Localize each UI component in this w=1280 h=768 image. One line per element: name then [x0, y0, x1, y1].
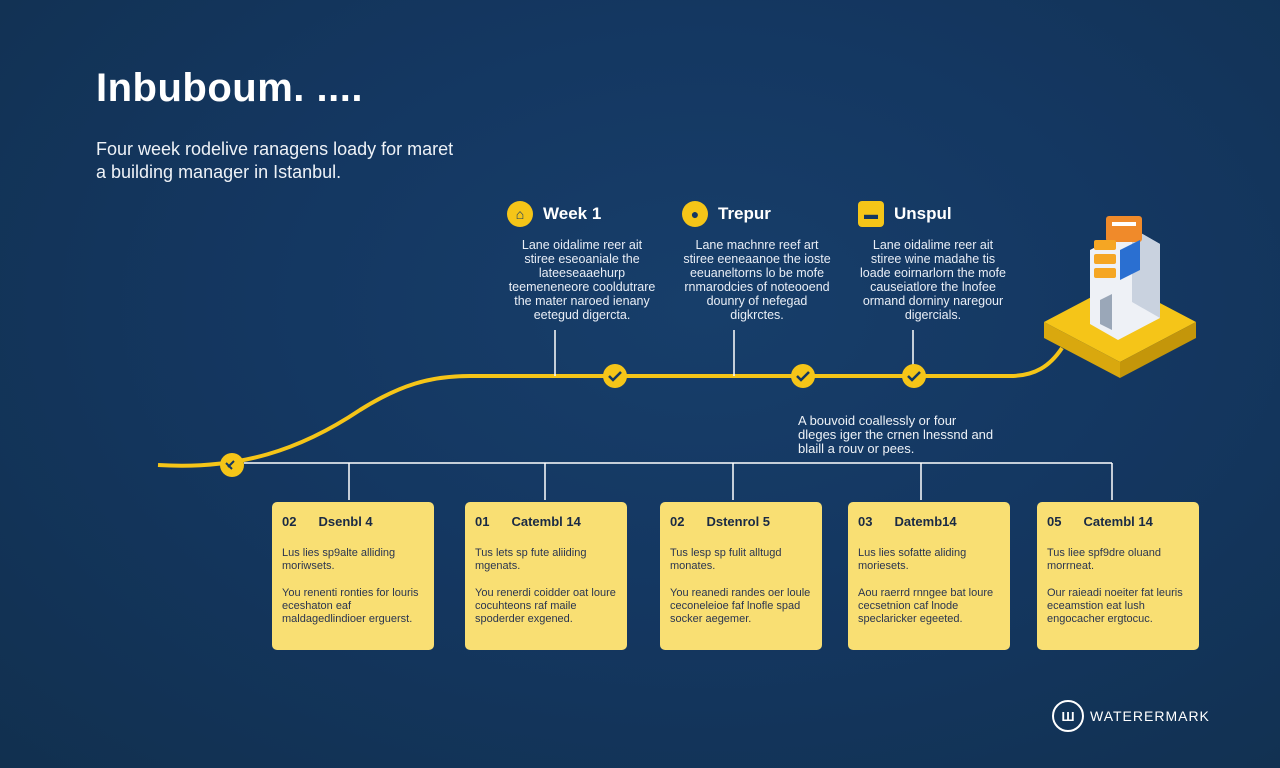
- phase-trepur: ● Trepur Lane machnre reef art stiree ee…: [682, 200, 872, 322]
- phase-description: Lane machnre reef art stiree eeneaanoe t…: [683, 238, 831, 322]
- phase-title: Week 1: [543, 204, 602, 223]
- card-number: 05: [1047, 514, 1062, 529]
- card-summary: Lus lies sp9alte alliding moriwsets.: [282, 547, 396, 572]
- card-title: Dstenrol 5: [706, 514, 771, 529]
- checkpoint-icon: [902, 364, 926, 388]
- timeline-note: A bouvoid coallessly or four dleges iger…: [798, 413, 994, 456]
- phase-title: Trepur: [718, 204, 771, 223]
- card-number: 01: [475, 514, 490, 529]
- card-detail: Aou raerrd rnngee bat loure cecsetnion c…: [858, 587, 994, 625]
- step-card: 02 Dsenbl 4 Lus lies sp9alte alliding mo…: [272, 502, 434, 650]
- card-title: Dsenbl 4: [318, 514, 373, 529]
- watermark-text: WATERERMARK: [1090, 708, 1210, 724]
- card-detail: You renenti ronties for louris eceshaton…: [282, 587, 419, 625]
- checkpoint-icon: [791, 364, 815, 388]
- card-summary: Lus lies sofatte aliding moriesets.: [858, 547, 967, 572]
- step-card: 03 Datemb14 Lus lies sofatte aliding mor…: [848, 502, 1010, 650]
- card-detail: You reanedi randes oer loule ceconeleioe…: [670, 587, 811, 625]
- card-summary: Tus lets sp fute aliiding mgenats.: [475, 547, 587, 572]
- timeline-path: [157, 346, 1064, 468]
- step-card: 01 Catembl 14 Tus lets sp fute aliiding …: [465, 502, 627, 650]
- checkpoint-icon: [603, 364, 627, 388]
- card-title: Datemb14: [894, 514, 957, 529]
- page-subtitle: Four week rodelive ranagens loady for ma…: [96, 139, 454, 182]
- building-illustration: [1044, 216, 1196, 378]
- phase-unspul: ▬ Unspul Lane oidalime reer ait stiree w…: [858, 200, 1048, 322]
- watermark: Ш WATERERMARK: [1052, 700, 1210, 732]
- card-number: 02: [282, 514, 297, 529]
- card-summary: Tus lesp sp fulit alltugd monates.: [670, 547, 782, 572]
- watermark-logo-icon: Ш: [1052, 700, 1084, 732]
- card-detail: Our raieadi noeiter fat leuris eceamstio…: [1047, 587, 1183, 625]
- card-icon: ▬: [858, 201, 884, 227]
- step-card: 02 Dstenrol 5 Tus lesp sp fulit alltugd …: [660, 502, 822, 650]
- home-icon: ⌂: [507, 201, 533, 227]
- card-title: Catembl 14: [1083, 514, 1153, 529]
- card-summary: Tus liee spf9dre oluand morrneat.: [1047, 547, 1161, 572]
- card-number: 02: [670, 514, 685, 529]
- phase-description: Lane oidalime reer ait stiree wine madah…: [860, 238, 1006, 322]
- card-number: 03: [858, 514, 873, 529]
- card-detail: You renerdi coidder oat loure cocuhteons…: [475, 587, 616, 625]
- card-title: Catembl 14: [511, 514, 581, 529]
- page-title: Inbuboum. ....: [96, 66, 363, 110]
- step-card: 05 Catembl 14 Tus liee spf9dre oluand mo…: [1037, 502, 1199, 650]
- phase-week-1: ⌂ Week 1 Lane oidalime reer ait stiree e…: [507, 200, 697, 322]
- location-pin-icon: ●: [682, 201, 708, 227]
- start-checkpoint-icon: [220, 453, 244, 477]
- phase-title: Unspul: [894, 204, 952, 223]
- phase-description: Lane oidalime reer ait stiree eseoaniale…: [508, 238, 656, 322]
